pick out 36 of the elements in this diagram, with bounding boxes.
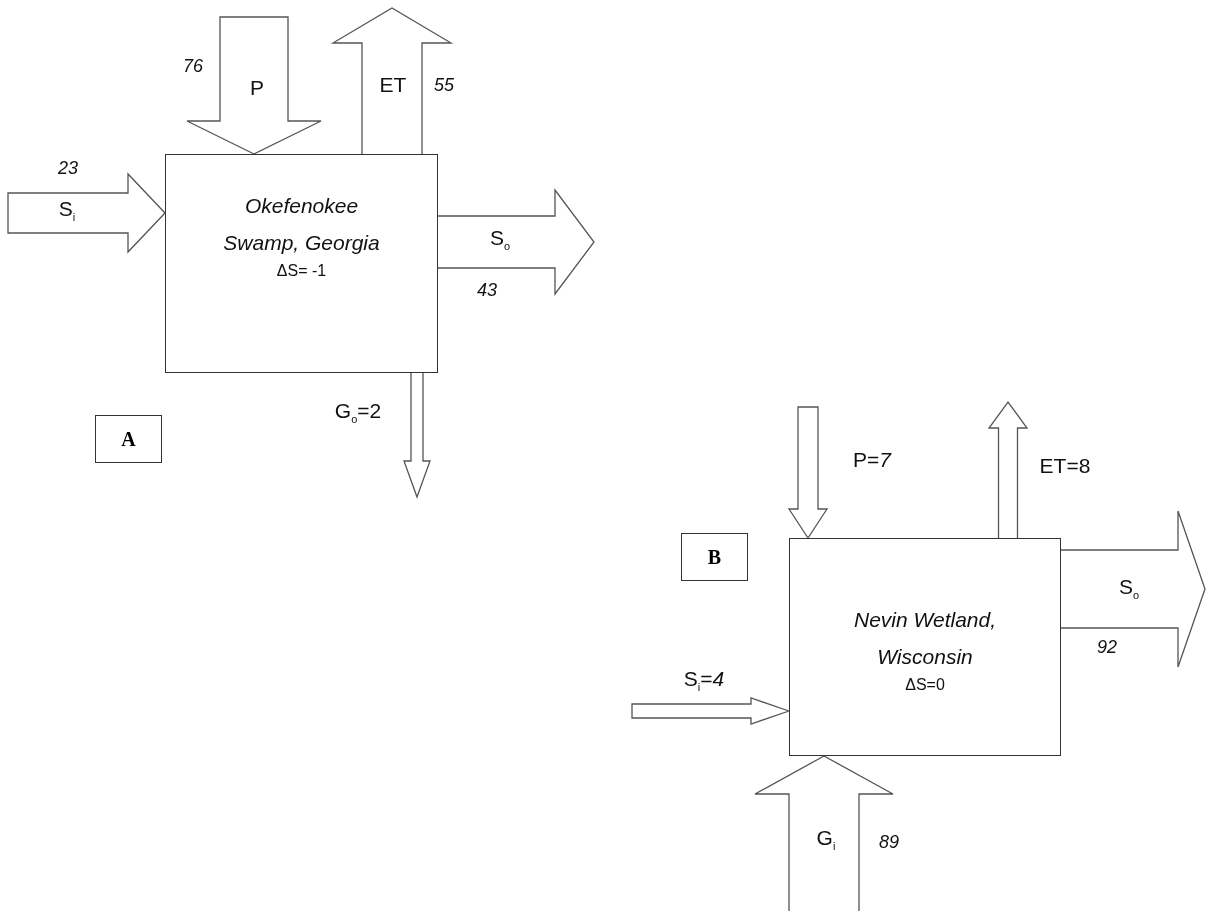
flow-label: ET=8 xyxy=(1039,454,1091,478)
storage-change: ΔS= -1 xyxy=(276,261,327,281)
block-arrow xyxy=(7,172,166,254)
flow-value: 55 xyxy=(434,74,454,96)
block-arrow xyxy=(631,697,791,725)
panel-letter: B xyxy=(707,546,722,568)
block-arrow xyxy=(754,755,894,911)
wetland-name: Okefenokee Swamp, Georgia xyxy=(222,193,381,256)
flow-label: S$_{o}$ xyxy=(1118,574,1140,604)
flow-value: 43 xyxy=(477,279,497,301)
wetland-box xyxy=(165,154,438,373)
wetland-name: Nevin Wetland, Wisconsin xyxy=(853,607,997,670)
panel-letter-box xyxy=(681,533,748,581)
block-arrow xyxy=(186,16,322,155)
block-arrow xyxy=(787,406,829,540)
storage-change: ΔS=0 xyxy=(905,675,945,695)
flow-label: G$_{o}$=2 xyxy=(334,398,382,428)
flow-label: P=7 xyxy=(853,448,891,472)
flow-label: ET xyxy=(379,73,407,97)
flow-label: S$_{i}$ xyxy=(58,196,76,226)
wetland-box xyxy=(789,538,1061,756)
block-arrow xyxy=(403,372,431,499)
flow-value: 92 xyxy=(1097,636,1117,658)
flow-label: S$_{o}$ xyxy=(489,225,511,255)
block-arrow xyxy=(330,7,454,155)
block-arrow xyxy=(1060,510,1206,668)
panel-letter-box xyxy=(95,415,162,463)
flow-value: 76 xyxy=(183,55,203,77)
block-arrow xyxy=(987,400,1029,539)
panel-letter: A xyxy=(121,428,136,450)
flow-value: 23 xyxy=(58,157,78,179)
flow-label: P xyxy=(250,76,264,100)
block-arrow xyxy=(437,188,595,296)
flow-label: G$_{i}$ xyxy=(816,825,836,855)
flow-value: 89 xyxy=(879,831,899,853)
flow-label: S$_{i}$=4 xyxy=(683,666,725,696)
